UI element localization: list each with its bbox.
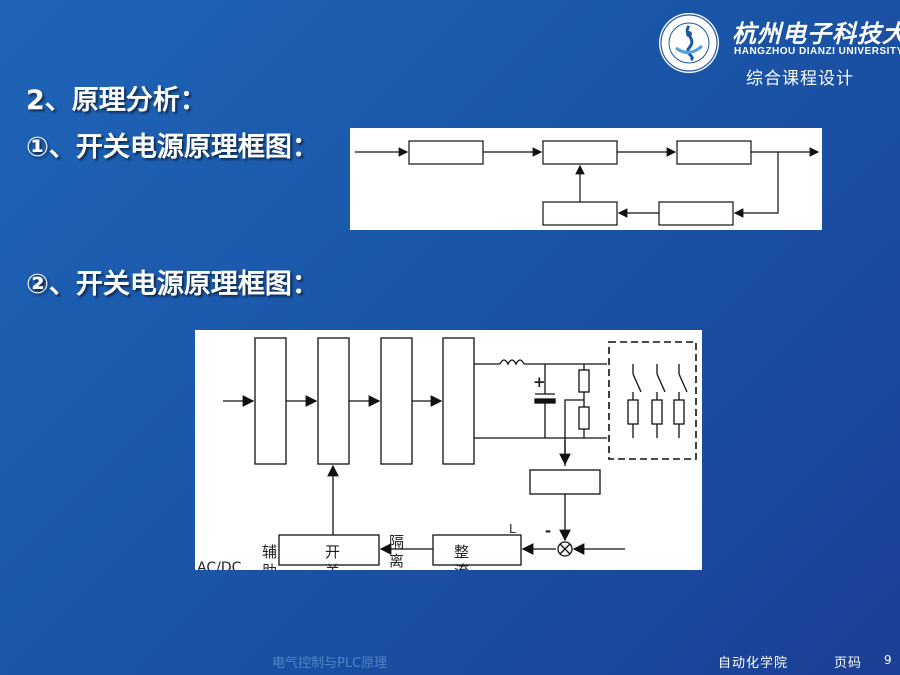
- block-5: [658, 201, 734, 226]
- l-mark: L: [509, 522, 516, 536]
- university-name-en: HANGZHOU DIANZI UNIVERSITY: [734, 46, 900, 57]
- subtitle-block-diagram-1: ①、开关电源原理框图：: [26, 132, 319, 163]
- block-2: [542, 140, 618, 165]
- cap-plus-sign: +: [533, 373, 546, 391]
- subtitle-block-diagram-2: ②、开关电源原理框图：: [26, 269, 319, 300]
- label-rectifier: 整 流: [454, 543, 470, 570]
- block-diagram-1: [350, 128, 822, 230]
- block-1: [408, 140, 484, 165]
- label-acdc: AC/DC: [197, 560, 242, 570]
- minus-sign: -: [545, 522, 552, 540]
- university-logo-icon: [658, 12, 720, 74]
- footer-department: 自动化学院: [718, 656, 789, 671]
- footer-page-label: 页码: [834, 656, 863, 671]
- university-name-cn: 杭州电子科技大学: [732, 19, 900, 48]
- block-3: [676, 140, 752, 165]
- label-switch: 开 关: [325, 543, 341, 570]
- course-title: 综合课程设计: [746, 69, 854, 89]
- footer-course-name: 电气控制与PLC原理: [272, 656, 388, 671]
- block-4: [542, 201, 618, 226]
- section-title: 2、原理分析：: [26, 85, 207, 116]
- block-diagram-2: + - L 隔 离 整 流 开 关 辅 助 AC/DC: [195, 330, 702, 570]
- label-aux: 辅 助: [262, 543, 278, 570]
- page-number: 9: [884, 653, 892, 667]
- label-isolation: 隔 离: [389, 533, 405, 570]
